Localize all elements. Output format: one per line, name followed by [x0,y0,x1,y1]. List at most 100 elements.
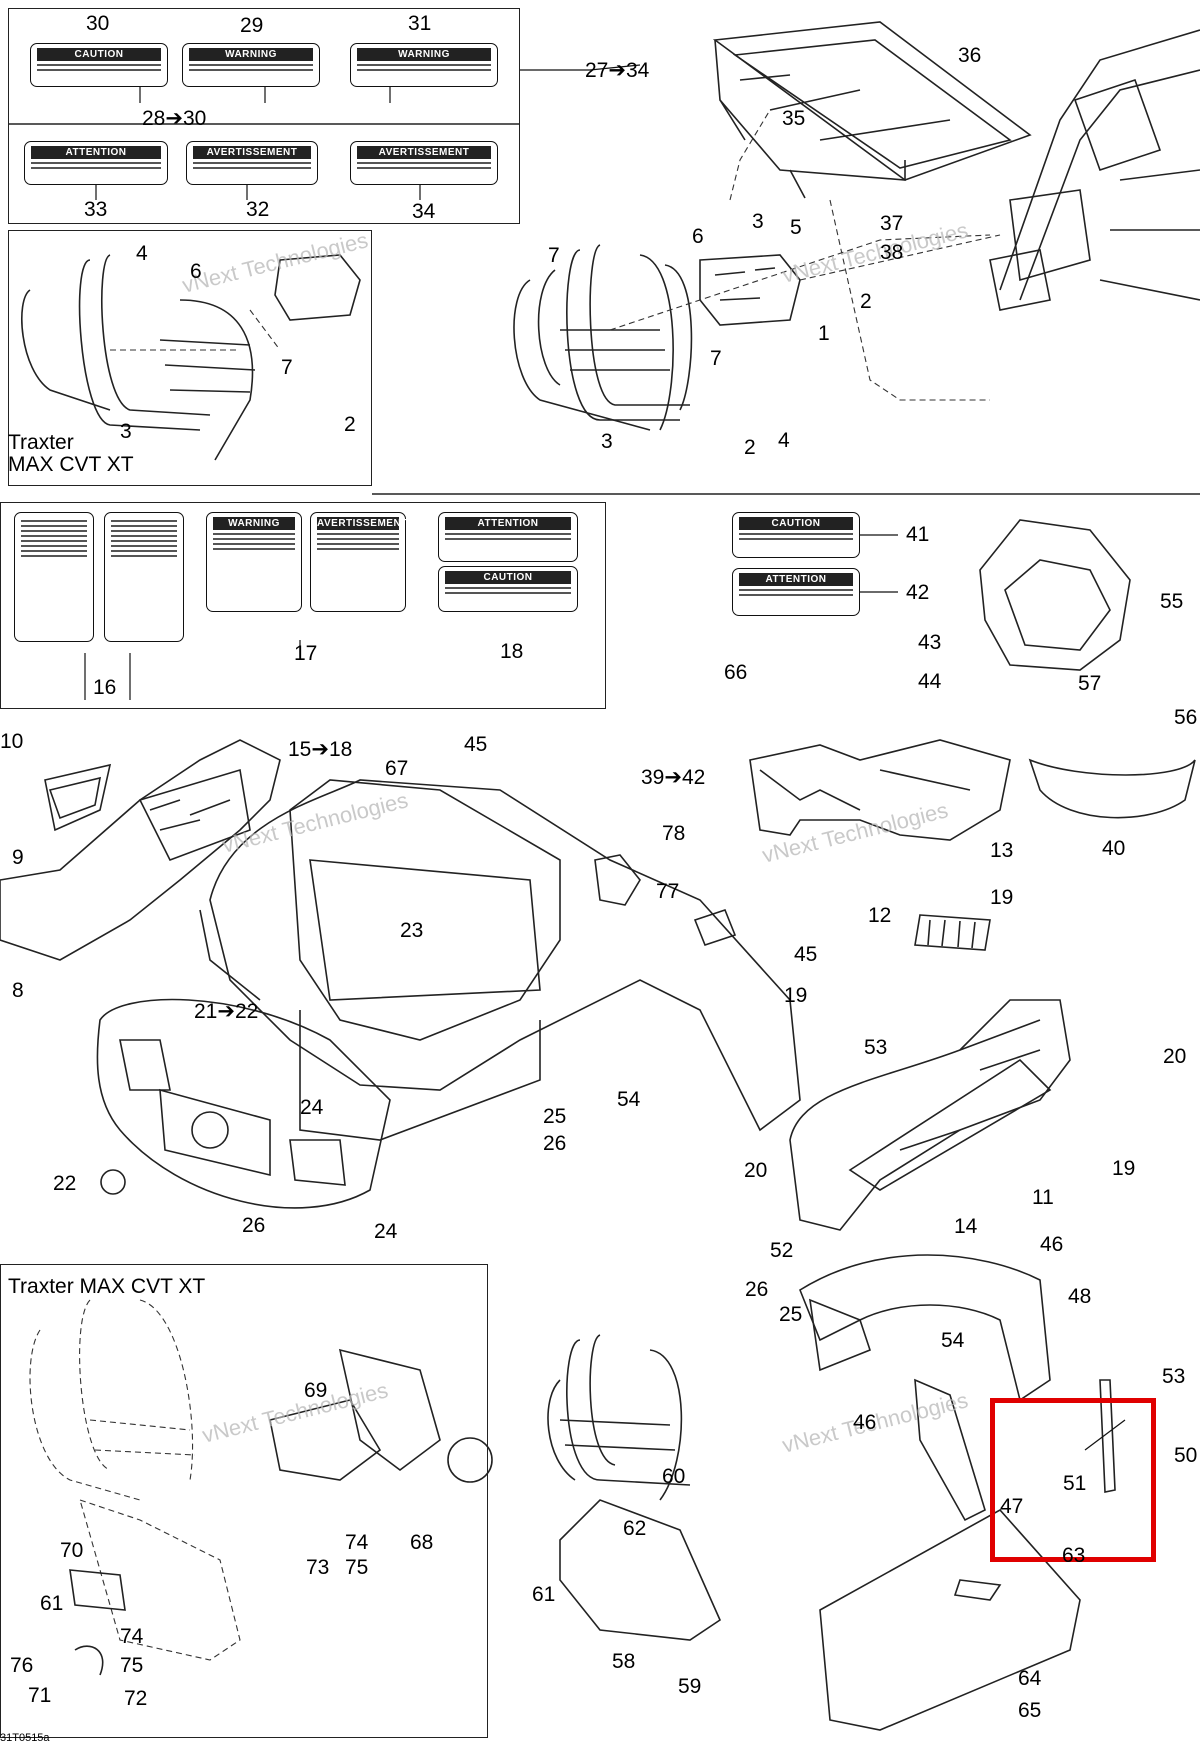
callout-38[interactable]: 38 [880,241,904,264]
callout-55[interactable]: 55 [1160,590,1184,613]
callout-53[interactable]: 53 [864,1036,888,1059]
callout-54[interactable]: 54 [941,1329,965,1352]
callout-67[interactable]: 67 [385,757,409,780]
callout-68[interactable]: 68 [410,1531,434,1554]
callout-42[interactable]: 42 [906,581,930,604]
callout-30[interactable]: 30 [86,12,110,35]
callout-74[interactable]: 74 [345,1531,369,1554]
callout-71[interactable]: 71 [28,1684,52,1707]
callout-36[interactable]: 36 [958,44,982,67]
callout-59[interactable]: 59 [678,1675,702,1698]
callout-33[interactable]: 33 [84,198,108,221]
callout-27-34[interactable]: 27➔34 [585,59,650,82]
callout-20[interactable]: 20 [744,1159,768,1182]
callout-3[interactable]: 3 [752,210,764,233]
callout-1[interactable]: 1 [818,322,830,345]
callout-57[interactable]: 57 [1078,672,1102,695]
callout-24[interactable]: 24 [300,1096,324,1119]
callout-26[interactable]: 26 [242,1214,266,1237]
callout-20[interactable]: 20 [1163,1045,1187,1068]
callout-56[interactable]: 56 [1174,706,1198,729]
callout-2[interactable]: 2 [344,413,356,436]
callout-61[interactable]: 61 [532,1583,556,1606]
callout-45[interactable]: 45 [464,733,488,756]
callout-25[interactable]: 25 [543,1105,567,1128]
callout-35[interactable]: 35 [782,107,806,130]
callout-78[interactable]: 78 [662,822,686,845]
callout-12[interactable]: 12 [868,904,892,927]
callout-2[interactable]: 2 [744,436,756,459]
callout-4[interactable]: 4 [136,242,148,265]
callout-19[interactable]: 19 [784,984,808,1007]
callout-24[interactable]: 24 [374,1220,398,1243]
callout-23[interactable]: 23 [400,919,424,942]
callout-10[interactable]: 10 [0,730,24,753]
callout-75[interactable]: 75 [345,1556,369,1579]
callout-63[interactable]: 63 [1062,1544,1086,1567]
callout-19[interactable]: 19 [990,886,1014,909]
callout-26[interactable]: 26 [543,1132,567,1155]
callout-41[interactable]: 41 [906,523,930,546]
seat-drawing [1028,758,1196,819]
callout-48[interactable]: 48 [1068,1285,1092,1308]
callout-4[interactable]: 4 [778,429,790,452]
callout-62[interactable]: 62 [623,1517,647,1540]
callout-14[interactable]: 14 [954,1215,978,1238]
callout-43[interactable]: 43 [918,631,942,654]
callout-2[interactable]: 2 [860,290,872,313]
callout-61[interactable]: 61 [40,1592,64,1615]
callout-7[interactable]: 7 [281,356,293,379]
callout-8[interactable]: 8 [12,979,24,1002]
callout-7[interactable]: 7 [710,347,722,370]
callout-31[interactable]: 31 [408,12,432,35]
callout-28-30[interactable]: 28➔30 [142,107,207,130]
callout-72[interactable]: 72 [124,1687,148,1710]
callout-65[interactable]: 65 [1018,1699,1042,1722]
callout-16[interactable]: 16 [93,676,117,699]
callout-6[interactable]: 6 [692,225,704,248]
callout-50[interactable]: 50 [1174,1444,1198,1467]
callout-74[interactable]: 74 [120,1625,144,1648]
callout-58[interactable]: 58 [612,1650,636,1673]
callout-45[interactable]: 45 [794,943,818,966]
callout-39-42[interactable]: 39➔42 [641,766,706,789]
callout-73[interactable]: 73 [306,1556,330,1579]
callout-25[interactable]: 25 [779,1303,803,1326]
callout-46[interactable]: 46 [853,1411,877,1434]
callout-76[interactable]: 76 [10,1654,34,1677]
callout-22[interactable]: 22 [53,1172,77,1195]
callout-52[interactable]: 52 [770,1239,794,1262]
callout-44[interactable]: 44 [918,670,942,693]
callout-21-22[interactable]: 21➔22 [194,1000,259,1023]
callout-32[interactable]: 32 [246,198,270,221]
callout-26[interactable]: 26 [745,1278,769,1301]
callout-60[interactable]: 60 [662,1465,686,1488]
callout-9[interactable]: 9 [12,846,24,869]
callout-19[interactable]: 19 [1112,1157,1136,1180]
callout-40[interactable]: 40 [1102,837,1126,860]
callout-75[interactable]: 75 [120,1654,144,1677]
callout-7[interactable]: 7 [548,244,560,267]
callout-11[interactable]: 11 [1032,1186,1054,1209]
callout-77[interactable]: 77 [656,880,680,903]
callout-29[interactable]: 29 [240,14,264,37]
callout-17[interactable]: 17 [294,642,318,665]
callout-15-18[interactable]: 15➔18 [288,738,353,761]
callout-51[interactable]: 51 [1063,1472,1087,1495]
callout-64[interactable]: 64 [1018,1667,1042,1690]
callout-3[interactable]: 3 [601,430,613,453]
callout-5[interactable]: 5 [790,216,802,239]
callout-18[interactable]: 18 [500,640,524,663]
callout-47[interactable]: 47 [1000,1495,1024,1518]
callout-46[interactable]: 46 [1040,1233,1064,1256]
callout-6[interactable]: 6 [190,260,202,283]
callout-34[interactable]: 34 [412,200,436,223]
callout-53[interactable]: 53 [1162,1365,1186,1388]
callout-70[interactable]: 70 [60,1539,84,1562]
callout-13[interactable]: 13 [990,839,1014,862]
callout-54[interactable]: 54 [617,1088,641,1111]
callout-69[interactable]: 69 [304,1379,328,1402]
callout-37[interactable]: 37 [880,212,904,235]
callout-3[interactable]: 3 [120,420,132,443]
callout-66[interactable]: 66 [724,661,748,684]
